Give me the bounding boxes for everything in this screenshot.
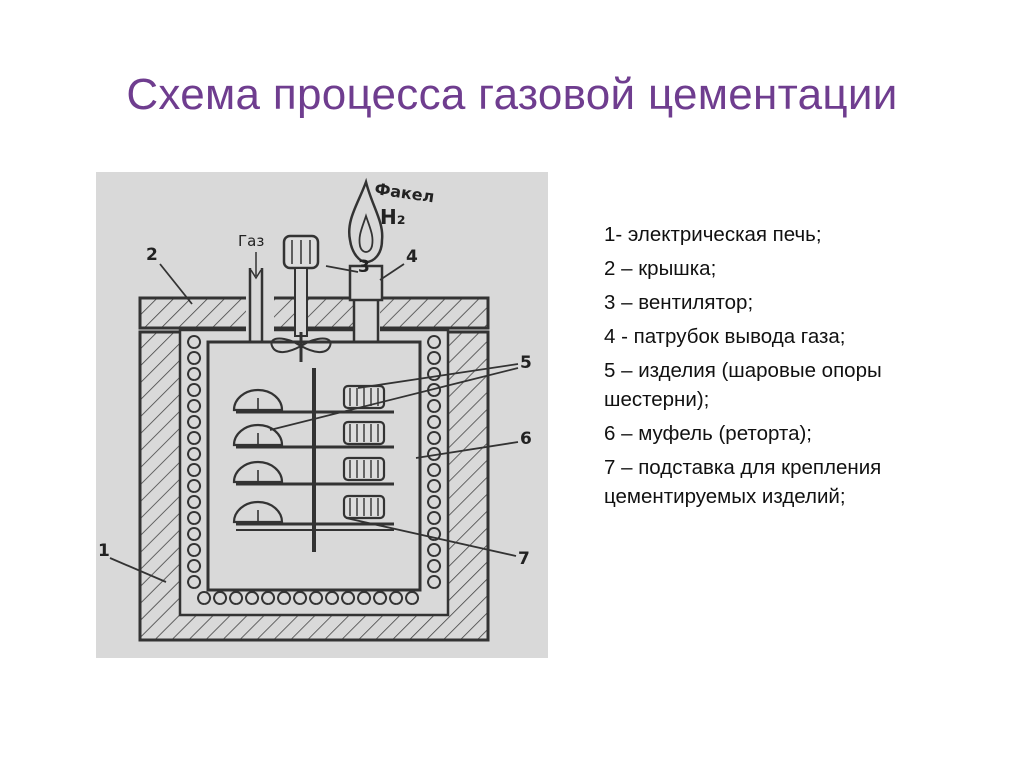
legend-item: 6 – муфель (реторта); (604, 422, 813, 445)
heater-coils (187, 335, 442, 605)
legend-item: 3 – вентилятор; (604, 291, 754, 314)
coil-loop (187, 351, 202, 365)
label-gas: Газ (238, 232, 264, 250)
label-h2: H₂ (380, 205, 406, 229)
slide-title: Схема процесса газовой цементации (126, 70, 898, 119)
coil-loop (325, 591, 340, 605)
coil-loop (427, 511, 442, 525)
coil-loop (427, 479, 442, 493)
coil-loop (309, 591, 324, 605)
label-4: 4 (406, 247, 418, 267)
coil-loop (187, 479, 202, 493)
label-5: 5 (520, 353, 532, 373)
coil-loop (427, 575, 442, 589)
legend-item: 7 – подставка для крепления цементируемы… (604, 456, 882, 508)
coil-loop (187, 559, 202, 573)
coil-loop (187, 511, 202, 525)
coil-loop (427, 399, 442, 413)
coil-loop (245, 591, 260, 605)
label-3: 3 (358, 257, 370, 277)
coil-loop (341, 591, 356, 605)
coil-loop (187, 399, 202, 413)
coil-loop (373, 591, 388, 605)
coil-loop (187, 431, 202, 445)
coil-loop (213, 591, 228, 605)
coil-loop (187, 447, 202, 461)
ball-support-part (232, 423, 284, 447)
coil-loop (187, 367, 202, 381)
coil-loop (427, 383, 442, 397)
gas-outlet-pipe (348, 264, 384, 342)
legend-list: 1- электрическая печь; 2 – крышка; 3 – вен… (604, 220, 984, 516)
coil-loop (187, 495, 202, 509)
label-2: 2 (146, 245, 158, 265)
coil-loop (427, 431, 442, 445)
leader-lines (109, 263, 519, 583)
coil-loop (427, 335, 442, 349)
torch-flame-icon (347, 177, 384, 264)
label-7: 7 (518, 549, 530, 569)
gas-inlet-pipe (248, 252, 264, 342)
coil-loop (187, 543, 202, 557)
workpieces-right (342, 384, 386, 520)
coil-loop (187, 575, 202, 589)
coil-loop (427, 495, 442, 509)
coil-loop (357, 591, 372, 605)
coil-loop (427, 463, 442, 477)
coil-loop (293, 591, 308, 605)
workpiece-stand (236, 368, 394, 552)
coil-loop (427, 415, 442, 429)
furnace-lid (138, 292, 490, 334)
coil-loop (405, 591, 420, 605)
workpieces-left (232, 388, 284, 524)
coil-loop (427, 447, 442, 461)
coil-loop (187, 463, 202, 477)
coil-loop (427, 351, 442, 365)
legend-item: 4 - патрубок вывода газа; (604, 325, 846, 348)
coil-loop (389, 591, 404, 605)
ball-support-part (232, 388, 284, 412)
label-6: 6 (520, 429, 532, 449)
coil-loop (427, 543, 442, 557)
fan (270, 234, 332, 362)
coil-loop (261, 591, 276, 605)
ball-support-part (232, 500, 284, 524)
coil-loop (277, 591, 292, 605)
label-1: 1 (98, 541, 110, 561)
coil-loop (187, 527, 202, 541)
legend-item: 2 – крышка; (604, 257, 717, 280)
coil-loop (187, 415, 202, 429)
coil-loop (187, 383, 202, 397)
coil-loop (197, 591, 212, 605)
ball-support-part (232, 460, 284, 484)
label-torch: Факел (373, 179, 435, 206)
furnace-diagram: Факел H₂ Газ 1 2 3 4 5 6 7 (96, 172, 548, 658)
coil-loop (427, 559, 442, 573)
coil-loop (187, 335, 202, 349)
legend-item: 1- электрическая печь; (604, 223, 822, 246)
coil-loop (229, 591, 244, 605)
legend-item: 5 – изделия (шаровые опоры шестерни); (604, 359, 882, 411)
